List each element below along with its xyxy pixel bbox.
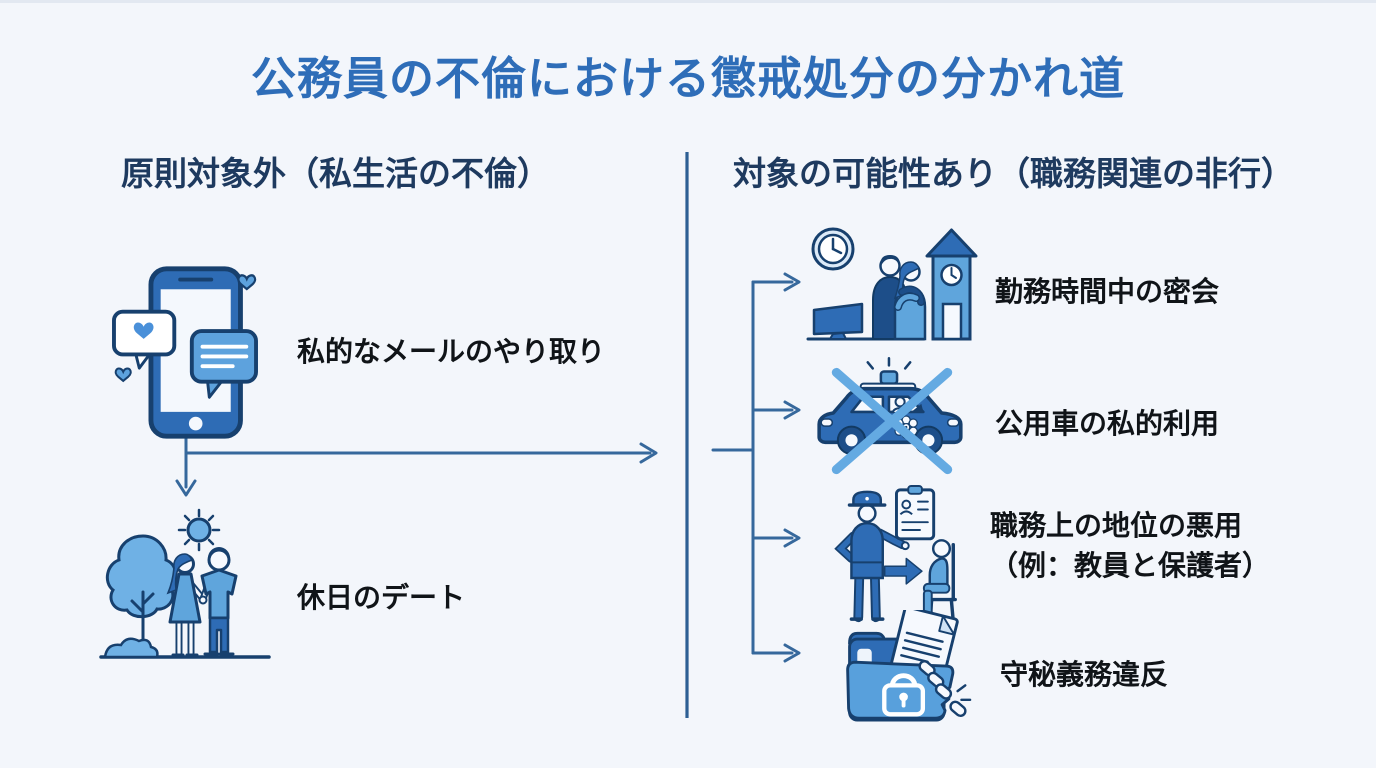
heart-icon xyxy=(114,367,132,383)
official-car-crossed-icon xyxy=(817,357,963,475)
smartphone-love-chat-icon xyxy=(112,266,258,439)
worktime-rendezvous-icon xyxy=(806,227,978,341)
woman-figure xyxy=(166,553,207,657)
right-item-1-label: 勤務時間中の密会 xyxy=(995,276,1220,307)
arrowhead-right-icon xyxy=(783,643,801,663)
pressure-arrow-icon xyxy=(883,557,923,585)
left-item-1-label: 私的なメールのやり取り xyxy=(297,336,606,367)
right-item-3-label: 職務上の地位の悪用 （例：教員と保護者） xyxy=(990,506,1270,586)
broken-chain-icon xyxy=(918,660,972,718)
clock-tower-icon xyxy=(925,228,978,341)
left-item-2-label: 休日のデート xyxy=(297,582,466,613)
right-item-3-line2: （例：教員と保護者） xyxy=(990,550,1271,581)
right-item-4-label: 守秘義務違反 xyxy=(1000,659,1169,690)
sun-icon xyxy=(177,508,221,552)
holiday-date-couple-icon xyxy=(99,508,271,659)
arrowhead-right-icon xyxy=(783,272,801,292)
arrowhead-right-icon xyxy=(639,442,658,464)
driver-figure xyxy=(894,396,906,408)
man-figure xyxy=(198,547,238,656)
padlock-icon xyxy=(882,673,926,717)
right-section-header: 対象の可能性あり（職務関連の非行） xyxy=(733,155,1294,192)
prohibition-cross-icon xyxy=(831,367,953,475)
seated-person-figure xyxy=(918,539,957,623)
position-abuse-icon xyxy=(834,484,957,623)
left-section-header: 原則対象外（私生活の不倫） xyxy=(121,155,550,192)
arrowhead-right-icon xyxy=(783,400,801,420)
top-edge-strip xyxy=(0,0,1376,3)
siren-light-icon xyxy=(866,357,912,385)
wall-clock-icon xyxy=(811,227,855,271)
officer-figure xyxy=(834,490,910,623)
arrowhead-down-icon xyxy=(175,479,197,497)
clipboard-icon xyxy=(895,484,936,541)
right-item-2-label: 公用車の私的利用 xyxy=(995,408,1220,439)
break-spark-lines xyxy=(956,684,972,702)
embracing-couple xyxy=(872,255,927,341)
heart-icon xyxy=(237,274,257,291)
confidentiality-breach-icon xyxy=(846,610,972,722)
bush-icon xyxy=(103,637,159,659)
monitor-icon xyxy=(812,302,864,340)
page-title: 公務員の不倫における懲戒処分の分かれ道 xyxy=(250,53,1125,104)
heart-icon xyxy=(133,322,154,339)
right-item-3-line1: 職務上の地位の悪用 xyxy=(990,510,1243,541)
arrowhead-right-icon xyxy=(783,528,801,548)
holding-hands xyxy=(198,595,208,605)
